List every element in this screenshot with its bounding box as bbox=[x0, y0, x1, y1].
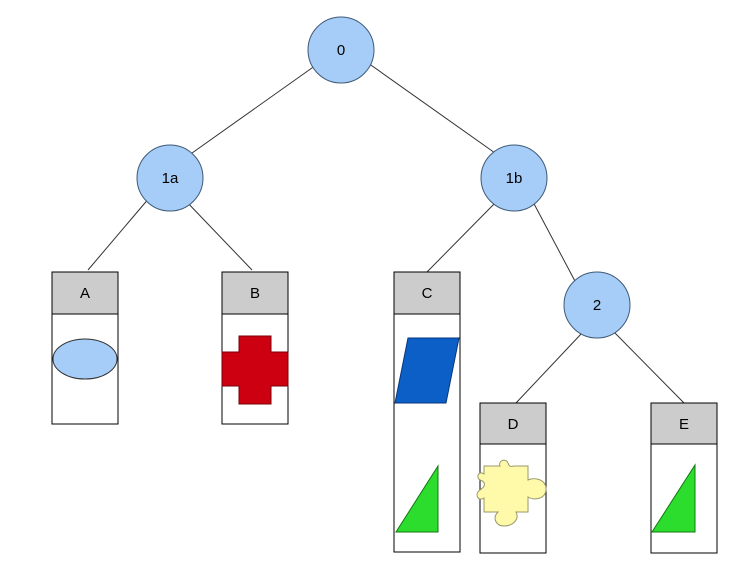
leaf-B-label: B bbox=[250, 285, 260, 302]
cross-shape bbox=[221, 335, 289, 405]
ellipse-shape bbox=[52, 338, 118, 380]
node-2-circle bbox=[563, 271, 631, 339]
node-0-circle bbox=[307, 16, 375, 84]
leaf-E-label: E bbox=[679, 416, 689, 433]
edge-2-E bbox=[611, 329, 685, 404]
node-0: 0 bbox=[307, 16, 375, 84]
node-1b: 1b bbox=[480, 144, 548, 212]
node-1a-label: 1a bbox=[162, 170, 179, 187]
edge-1b-2 bbox=[531, 199, 577, 284]
node-1a-circle bbox=[136, 144, 204, 212]
leaf-B: B bbox=[221, 271, 289, 425]
right-triangle-shape bbox=[651, 463, 696, 533]
leaf-C-label: C bbox=[422, 285, 433, 302]
edge-0-1a bbox=[184, 57, 327, 159]
right-triangle-shape bbox=[395, 464, 439, 533]
leaf-C-header bbox=[393, 271, 461, 315]
leaf-A-label: A bbox=[80, 285, 90, 302]
node-1b-circle bbox=[480, 144, 548, 212]
leaf-C: C bbox=[393, 271, 461, 553]
edge-1a-A bbox=[87, 196, 151, 271]
leaf-E: E bbox=[650, 402, 718, 554]
edge-1b-C bbox=[426, 199, 499, 273]
leaf-D-header bbox=[479, 402, 547, 445]
leaf-E-header bbox=[650, 402, 718, 445]
edge-0-1b bbox=[367, 62, 496, 154]
node-1b-label: 1b bbox=[506, 170, 523, 187]
node-2-label: 2 bbox=[593, 297, 601, 314]
edge-2-D bbox=[515, 332, 583, 404]
leaf-A-header bbox=[51, 271, 119, 315]
leaf-B-header bbox=[221, 271, 289, 315]
parallelogram-shape bbox=[394, 337, 460, 404]
node-0-label: 0 bbox=[337, 42, 345, 59]
node-1a: 1a bbox=[136, 144, 204, 212]
edge-1a-B bbox=[183, 198, 253, 271]
puzzle-piece-shape bbox=[476, 459, 547, 527]
leaf-D-label: D bbox=[508, 416, 519, 433]
edges bbox=[87, 57, 685, 404]
leaf-A: A bbox=[51, 271, 119, 425]
node-2: 2 bbox=[563, 271, 631, 339]
leaf-D: D bbox=[476, 402, 547, 554]
